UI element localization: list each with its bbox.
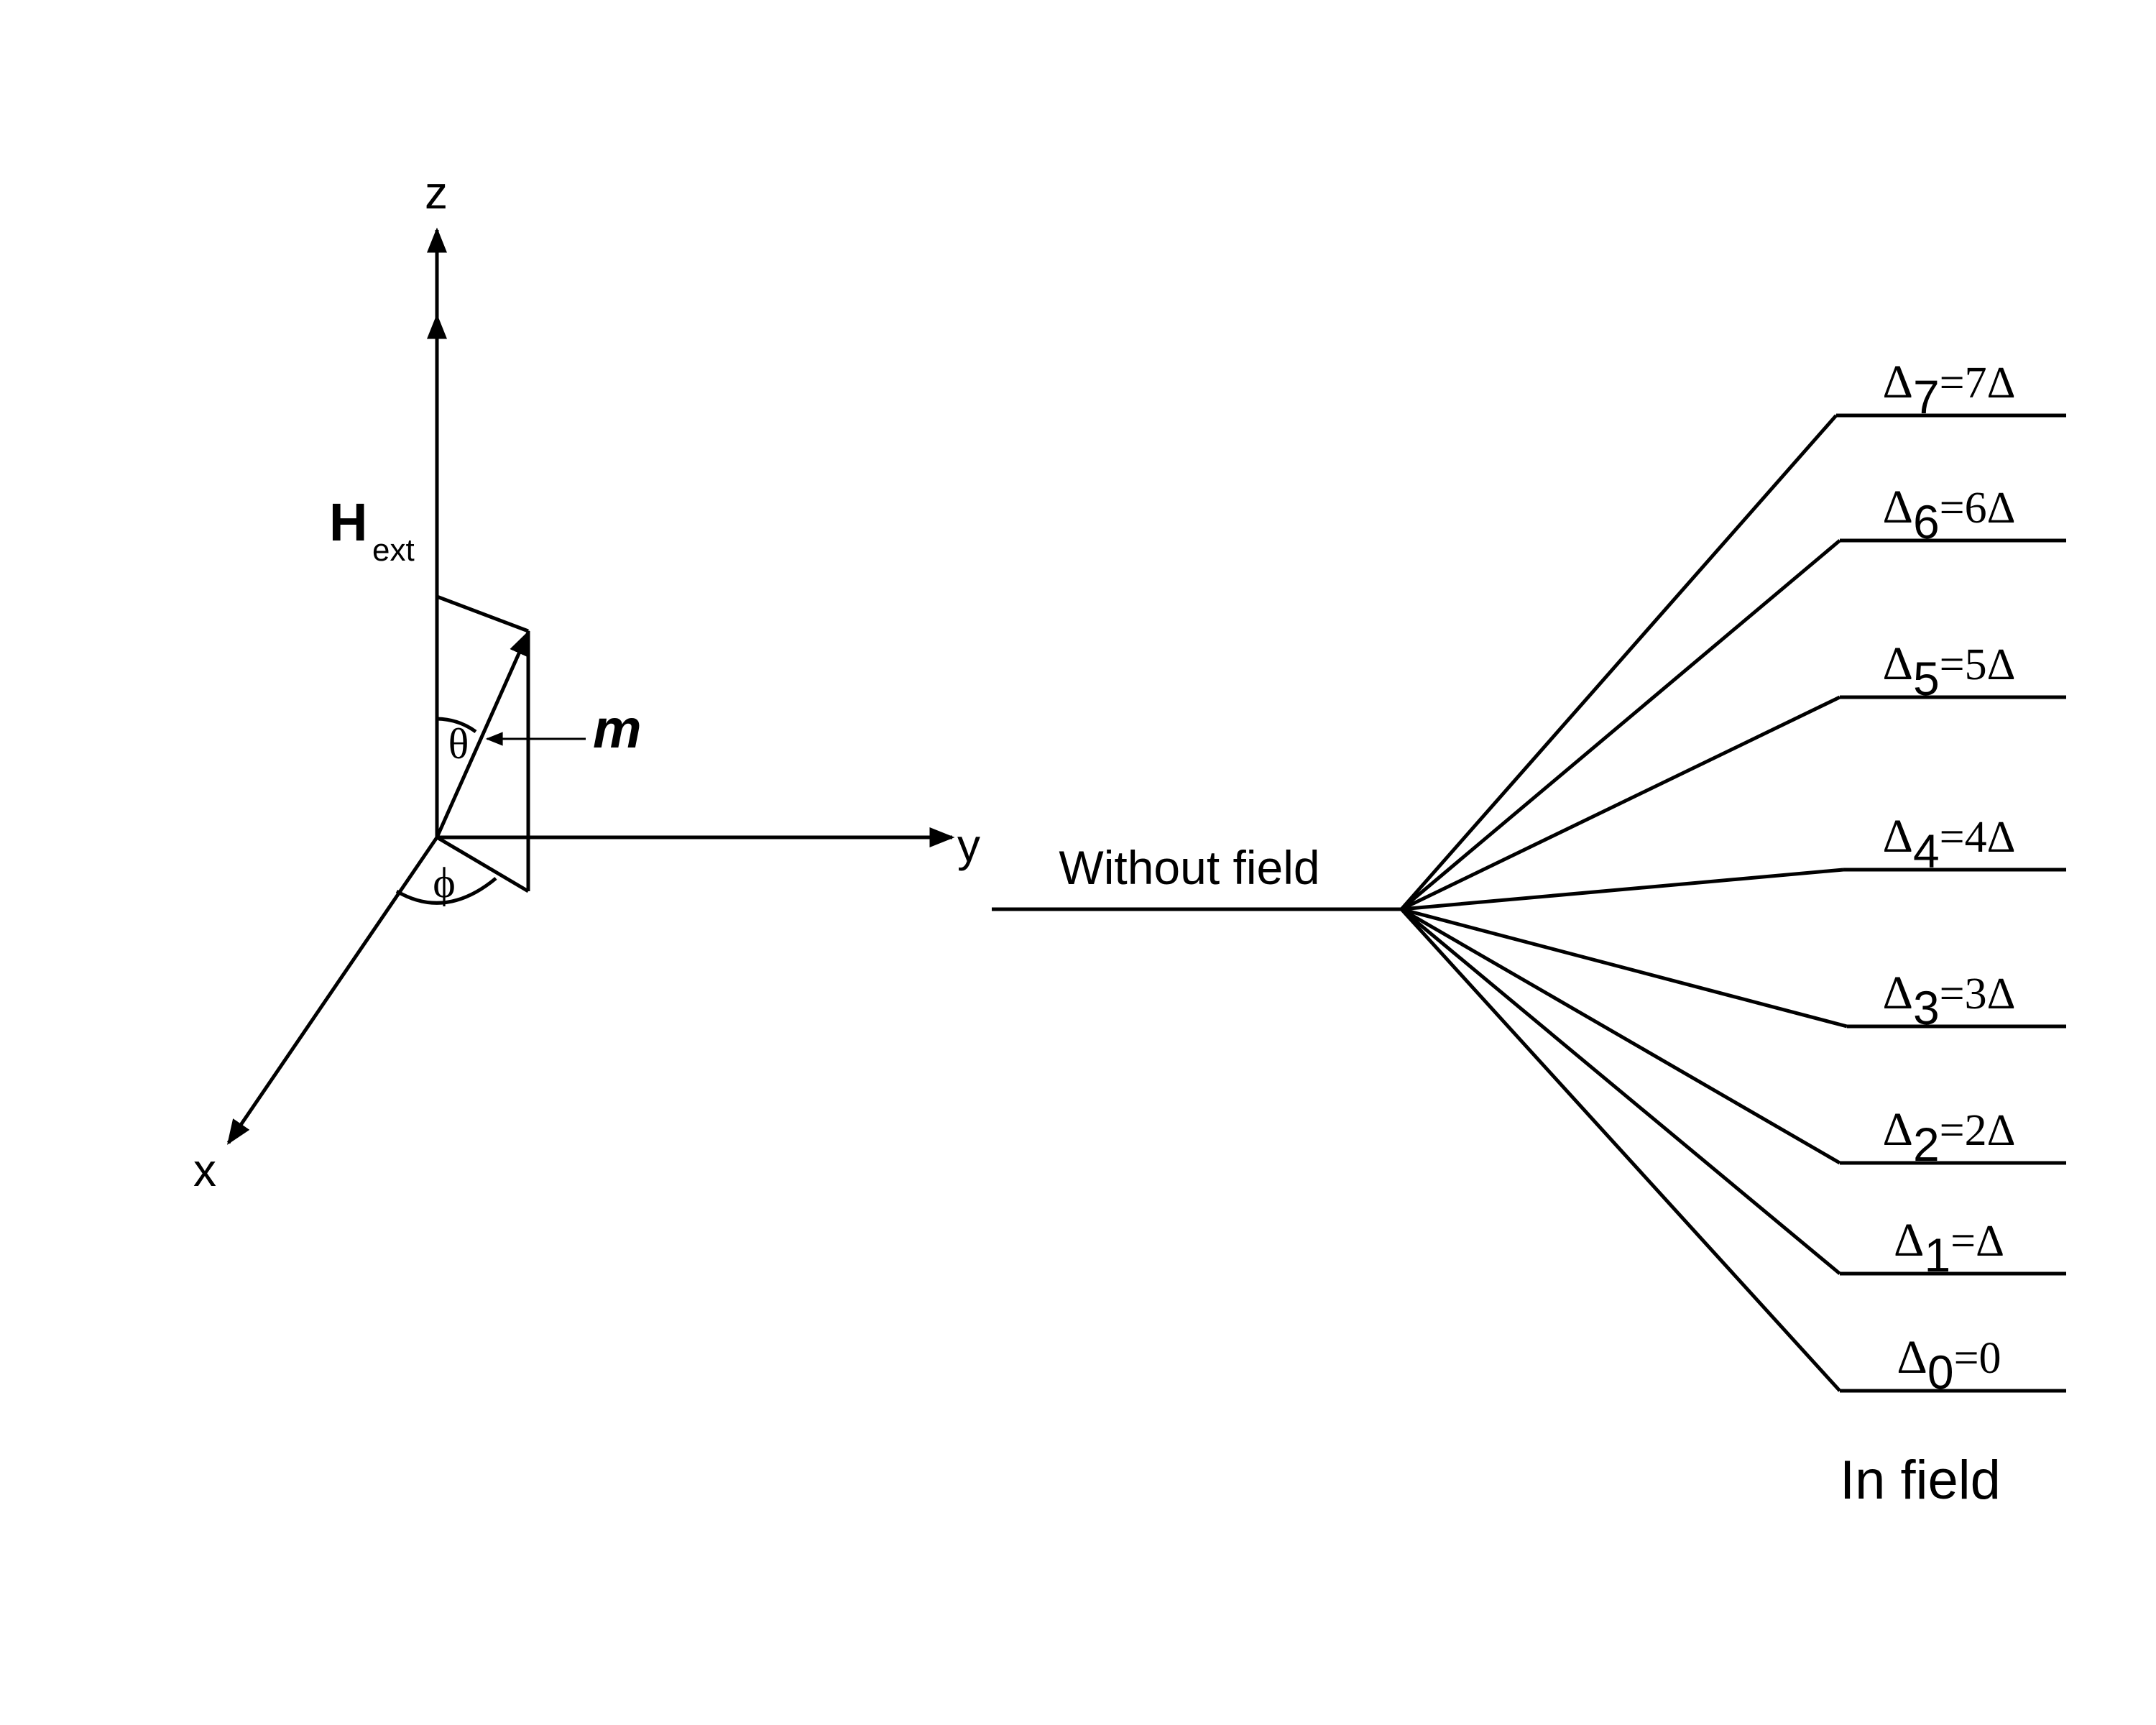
level-label-value: =7Δ [1940,359,2016,408]
level-lines [1836,413,2066,1393]
level-label-4: Δ4=4Δ [1882,810,2015,878]
level-label-delta: Δ [1894,1214,1924,1266]
fan-line-4 [1401,868,1844,911]
level-label-value: =4Δ [1940,813,2016,862]
level-label-index: 2 [1913,1118,1940,1171]
level-label-index: 6 [1913,495,1940,548]
level-label-delta: Δ [1882,1103,1912,1156]
level-splitting: Without field Δ7=7ΔΔ6=6ΔΔ5=5ΔΔ4=4ΔΔ3=3ΔΔ… [992,356,2066,1511]
phi-arc [395,877,497,905]
m-vector [435,630,530,839]
level-label-value: =3Δ [1940,970,2016,1018]
level-label-value: =Δ [1950,1217,2004,1266]
phi-label: ϕ [433,859,456,906]
m-label: m [593,699,642,760]
level-label-index: 7 [1913,370,1940,423]
fan-line-6 [1400,539,1841,911]
fan-line-3 [1401,907,1848,1029]
level-label-3: Δ3=3Δ [1882,967,2015,1034]
fan-lines [1400,414,1848,1392]
projection-top-line [436,594,529,633]
coordinate-system: z y x H ext m θ ϕ [193,167,980,1196]
level-label-value: =6Δ [1940,484,2016,533]
level-label-2: Δ2=2Δ [1882,1103,2015,1171]
level-label-delta: Δ [1882,638,1912,690]
level-label-value: =5Δ [1940,640,2016,689]
without-field-label: Without field [1059,841,1319,894]
theta-arc [436,717,477,734]
fan-line-5 [1400,695,1841,911]
level-label-index: 1 [1924,1228,1950,1282]
level-label-1: Δ1=Δ [1894,1214,2004,1282]
z-axis-label: z [425,167,448,218]
level-label-index: 4 [1913,824,1940,878]
level-label-index: 3 [1913,981,1940,1034]
fan-line-2 [1400,907,1841,1165]
fan-line-0 [1400,908,1841,1392]
in-field-label: In field [1840,1450,2001,1511]
level-label-value: =2Δ [1940,1106,2016,1155]
h-ext-label: H [329,492,367,552]
projection-base-line [436,835,530,893]
level-label-index: 0 [1927,1346,1954,1399]
level-label-0: Δ0=0 [1897,1331,2001,1399]
level-label-delta: Δ [1882,481,1912,533]
level-label-delta: Δ [1897,1331,1927,1384]
y-axis-label: y [957,819,980,871]
h-ext-subscript: ext [372,533,415,568]
fan-line-7 [1400,414,1838,911]
level-label-delta: Δ [1882,967,1912,1019]
level-label-delta: Δ [1882,356,1912,408]
theta-label: θ [448,720,469,768]
level-label-6: Δ6=6Δ [1882,481,2015,548]
level-label-7: Δ7=7Δ [1882,356,2015,423]
x-axis [226,836,439,1145]
level-label-5: Δ5=5Δ [1882,638,2015,705]
level-label-delta: Δ [1882,810,1912,862]
x-axis-label: x [193,1144,216,1196]
fan-line-1 [1400,908,1841,1275]
level-label-value: =0 [1954,1334,2001,1383]
level-label-index: 5 [1913,652,1940,705]
